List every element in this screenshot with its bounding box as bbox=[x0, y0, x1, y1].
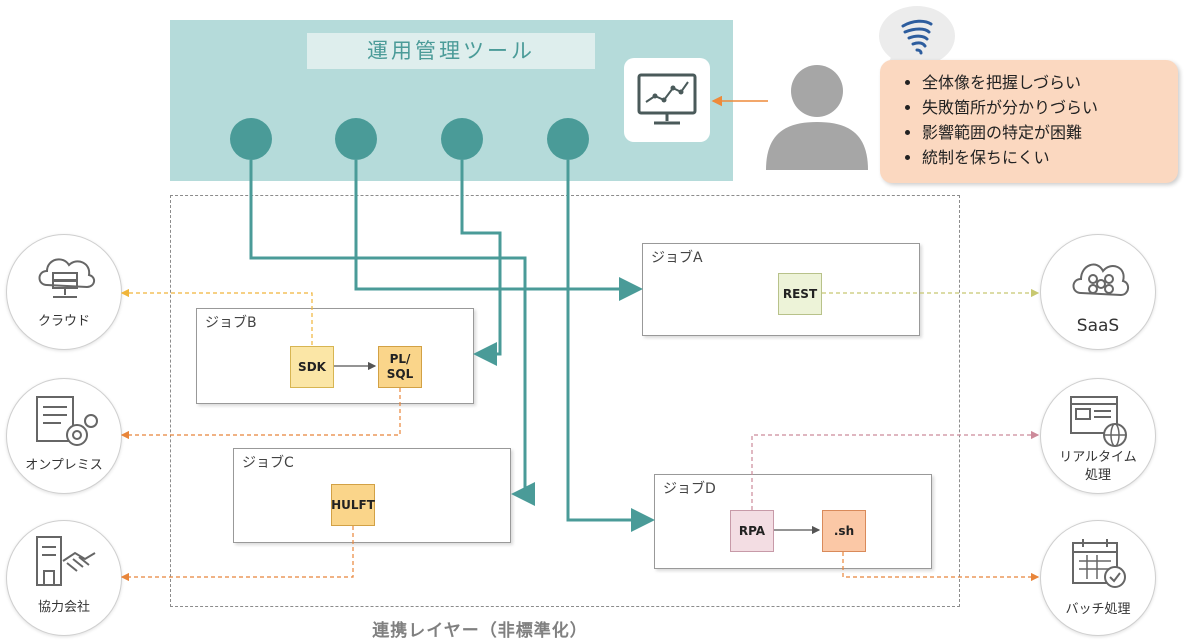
tool-port-1 bbox=[230, 118, 272, 160]
job-c-box[interactable]: ジョブC HULFT bbox=[233, 448, 511, 543]
sdk-tag[interactable]: SDK bbox=[290, 346, 334, 388]
job-a-box[interactable]: ジョブA REST bbox=[642, 243, 920, 336]
job-d-title: ジョブD bbox=[663, 481, 716, 497]
user-icon bbox=[766, 65, 868, 170]
tool-port-4 bbox=[547, 118, 589, 160]
hulft-tag[interactable]: HULFT bbox=[331, 484, 375, 526]
saas-target[interactable]: SaaS bbox=[1040, 234, 1156, 350]
handshake-building-icon bbox=[36, 536, 96, 586]
hulft-to-partner bbox=[120, 526, 354, 582]
sdk-to-cloud bbox=[120, 288, 313, 345]
cloud-server-icon bbox=[38, 258, 95, 298]
saas-cloud-icon bbox=[1072, 263, 1129, 297]
issue-item: 統制を保ちにくい bbox=[922, 145, 1178, 170]
plsql-tag[interactable]: PL/ SQL bbox=[378, 346, 422, 388]
realtime-web-icon bbox=[1070, 396, 1127, 447]
route-port1-jobc bbox=[249, 160, 535, 506]
batch-target[interactable]: バッチ処理 bbox=[1040, 520, 1156, 636]
tool-port-3 bbox=[441, 118, 483, 160]
rest-tag[interactable]: REST bbox=[778, 273, 822, 315]
onpremise-label: オンプレミス bbox=[25, 458, 103, 473]
realtime-target[interactable]: リアルタイム 処理 bbox=[1040, 378, 1156, 494]
sh-tag[interactable]: .sh bbox=[822, 510, 866, 552]
tool-port-2 bbox=[335, 118, 377, 160]
job-b-box[interactable]: ジョブB SDK PL/ SQL bbox=[196, 308, 474, 404]
integration-layer bbox=[170, 195, 960, 607]
route-port4-jobd bbox=[566, 160, 655, 532]
sh-to-batch bbox=[842, 552, 1040, 582]
onpremise-server-icon bbox=[36, 396, 98, 446]
issue-item: 全体像を把握しづらい bbox=[922, 70, 1178, 95]
rpa-tag[interactable]: RPA bbox=[730, 510, 774, 552]
partner-label: 協力会社 bbox=[37, 600, 90, 615]
batch-label: バッチ処理 bbox=[1065, 602, 1131, 617]
onpremise-target[interactable]: オンプレミス bbox=[6, 378, 122, 494]
issue-list: 全体像を把握しづらい 失敗箇所が分かりづらい 影響範囲の特定が困難 統制を保ちに… bbox=[880, 60, 1178, 170]
partner-target[interactable]: 協力会社 bbox=[6, 520, 122, 636]
job-b-title: ジョブB bbox=[205, 315, 257, 331]
plsql-to-onpremise bbox=[120, 388, 401, 440]
issue-item: 失敗箇所が分かりづらい bbox=[922, 95, 1178, 120]
management-tool-title: 運用管理ツール bbox=[307, 33, 595, 69]
issue-bubble: 全体像を把握しづらい 失敗箇所が分かりづらい 影響範囲の特定が困難 統制を保ちに… bbox=[880, 60, 1178, 183]
saas-label: SaaS bbox=[1076, 316, 1120, 336]
issue-item: 影響範囲の特定が困難 bbox=[922, 120, 1178, 145]
integration-layer-label: 連携レイヤー（非標準化） bbox=[372, 621, 588, 641]
batch-calendar-icon bbox=[1072, 539, 1126, 588]
job-a-title: ジョブA bbox=[651, 250, 703, 266]
rpa-to-realtime bbox=[751, 430, 1040, 510]
monitor-chart-icon bbox=[637, 73, 697, 125]
route-port3-jobb bbox=[460, 160, 502, 366]
route-port2-joba bbox=[354, 160, 643, 301]
cloud-label: クラウド bbox=[37, 314, 90, 329]
cloud-target[interactable]: クラウド bbox=[6, 234, 122, 350]
monitor-card bbox=[624, 58, 710, 142]
realtime-label: リアルタイム 処理 bbox=[1059, 450, 1137, 483]
job-c-title: ジョブC bbox=[242, 455, 294, 471]
